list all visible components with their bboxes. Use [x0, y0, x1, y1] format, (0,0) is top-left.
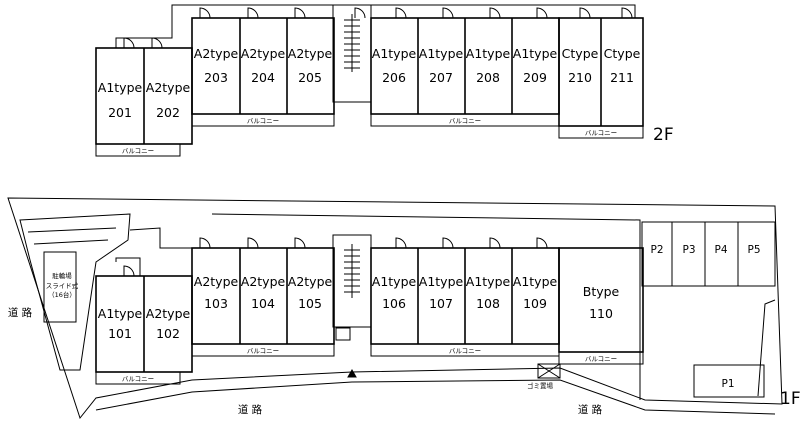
parking-area [641, 221, 776, 287]
road-label-bottom-2: 道 路 [578, 403, 603, 416]
bicycle-parking [19, 213, 131, 371]
parking-p5: P5 [747, 244, 760, 256]
bicycle-parking-line3: （16台） [48, 290, 76, 299]
unit-110-type: Btype [583, 284, 620, 299]
unit-206-type: A1type [372, 46, 417, 61]
floor1-balcony-label-2: バルコニー [247, 347, 279, 355]
unit-102-type: A2type [146, 306, 191, 321]
unit-207-number: 207 [429, 70, 453, 85]
floor2-label: 2F [653, 125, 674, 145]
floor1-balcony-label-4: バルコニー [585, 355, 617, 363]
parking-p2: P2 [650, 244, 663, 256]
unit-204-type: A2type [241, 46, 286, 61]
road-label-bottom-1: 道 路 [238, 403, 263, 416]
unit-101-type: A1type [98, 306, 143, 321]
parking-p3: P3 [682, 244, 695, 256]
unit-210-type: Ctype [562, 46, 599, 61]
floor2-balcony-label-1: バルコニー [122, 147, 154, 155]
unit-205-type: A2type [288, 46, 333, 61]
unit-202-type: A2type [146, 80, 191, 95]
parking-p1: P1 [721, 378, 734, 390]
unit-205-number: 205 [298, 70, 322, 85]
floor2-balcony-label-4: バルコニー [585, 129, 617, 137]
unit-107-type: A1type [419, 274, 464, 289]
floor2-balcony-label-2: バルコニー [247, 117, 279, 125]
parking-p4: P4 [714, 244, 727, 256]
unit-103-type: A2type [194, 274, 239, 289]
unit-211-type: Ctype [604, 46, 641, 61]
unit-203-number: 203 [204, 70, 228, 85]
unit-204-number: 204 [251, 70, 275, 85]
unit-108-number: 108 [476, 296, 500, 311]
floor1-plan [7, 197, 783, 420]
unit-105-type: A2type [288, 274, 333, 289]
unit-206-number: 206 [382, 70, 406, 85]
unit-105-number: 105 [298, 296, 322, 311]
unit-211-number: 211 [610, 70, 634, 85]
unit-101-number: 101 [108, 326, 132, 341]
floor1-label: 1F [780, 389, 800, 409]
floor1-balcony-label-3: バルコニー [449, 347, 481, 355]
unit-106-type: A1type [372, 274, 417, 289]
unit-209-number: 209 [523, 70, 547, 85]
unit-103-number: 103 [204, 296, 228, 311]
bicycle-parking-line1: 駐輪場 [52, 271, 72, 280]
parking-space-p1 [693, 364, 765, 398]
unit-210-number: 210 [568, 70, 592, 85]
unit-102-number: 102 [156, 326, 180, 341]
unit-207-type: A1type [419, 46, 464, 61]
unit-203-type: A2type [194, 46, 239, 61]
unit-107-number: 107 [429, 296, 453, 311]
garbage-label: ゴミ置場 [527, 381, 554, 390]
floor2-balcony-label-3: バルコニー [449, 117, 481, 125]
unit-110-number: 110 [589, 306, 613, 321]
unit-201-type: A1type [98, 80, 143, 95]
unit-109-type: A1type [513, 274, 558, 289]
unit-208-number: 208 [476, 70, 500, 85]
unit-208-type: A1type [466, 46, 511, 61]
floor1-balcony-label-1: バルコニー [122, 375, 154, 383]
unit-106-number: 106 [382, 296, 406, 311]
unit-209-type: A1type [513, 46, 558, 61]
floor2-plan [95, 4, 644, 157]
site-boundary [7, 197, 783, 420]
unit-108-type: A1type [466, 274, 511, 289]
road-label-left: 道 路 [8, 306, 33, 319]
unit-202-number: 202 [156, 105, 180, 120]
unit-201-number: 201 [108, 105, 132, 120]
unit-109-number: 109 [523, 296, 547, 311]
unit-104-type: A2type [241, 274, 286, 289]
unit-104-number: 104 [251, 296, 275, 311]
bicycle-parking-line2: スライド式 [46, 281, 79, 290]
